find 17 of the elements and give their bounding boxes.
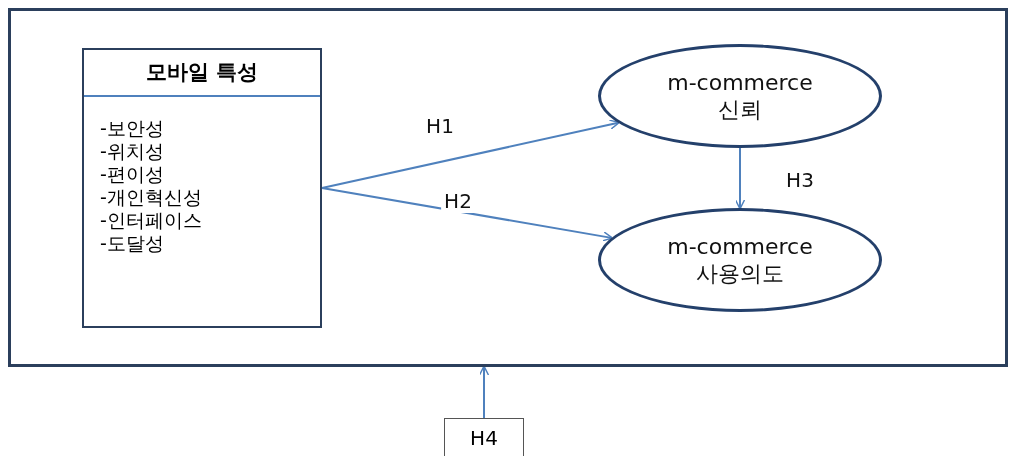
box-heading: 모바일 특성 bbox=[145, 60, 259, 84]
construct-label: m-commerce 사용의도 bbox=[666, 232, 814, 288]
list-box bbox=[82, 48, 322, 328]
hypothesis-box bbox=[444, 418, 524, 456]
arrow bbox=[321, 119, 620, 189]
arrow bbox=[321, 187, 614, 242]
frame-box bbox=[8, 8, 1008, 367]
list-item: -편이성 bbox=[100, 163, 164, 185]
list-item: -인터페이스 bbox=[100, 209, 202, 231]
list-item: -개인혁신성 bbox=[100, 186, 202, 208]
arrow bbox=[734, 147, 746, 210]
arrow bbox=[478, 365, 490, 419]
list-item: -보안성 bbox=[100, 117, 164, 139]
hypothesis-label: H4 bbox=[470, 426, 498, 450]
list-item: -도달성 bbox=[100, 232, 164, 254]
list-item: -위치성 bbox=[100, 140, 164, 162]
construct-label: m-commerce 신뢰 bbox=[666, 68, 814, 124]
